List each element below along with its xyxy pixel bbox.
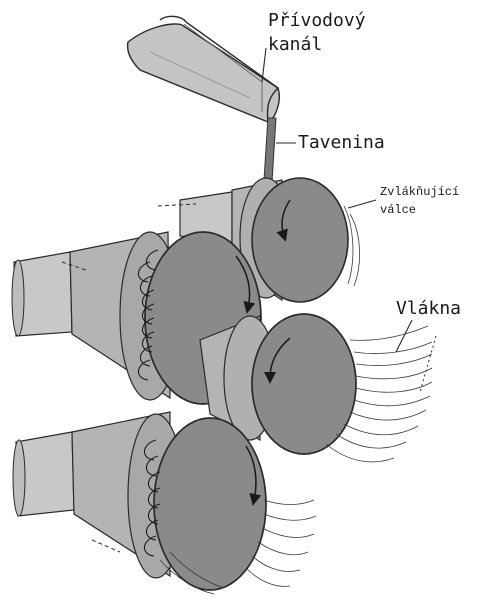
label-fibers: Vlákna (396, 300, 461, 318)
label-rollers-line1: Zvlákňující (380, 186, 459, 198)
roller-4 (13, 412, 316, 594)
label-rollers-line2: válce (380, 204, 416, 216)
feed-channel (128, 16, 280, 122)
label-melt: Tavenina (298, 134, 385, 152)
label-feed-channel-line2: kanál (268, 36, 322, 54)
label-feed-channel-line1: Přívodový (268, 12, 366, 30)
